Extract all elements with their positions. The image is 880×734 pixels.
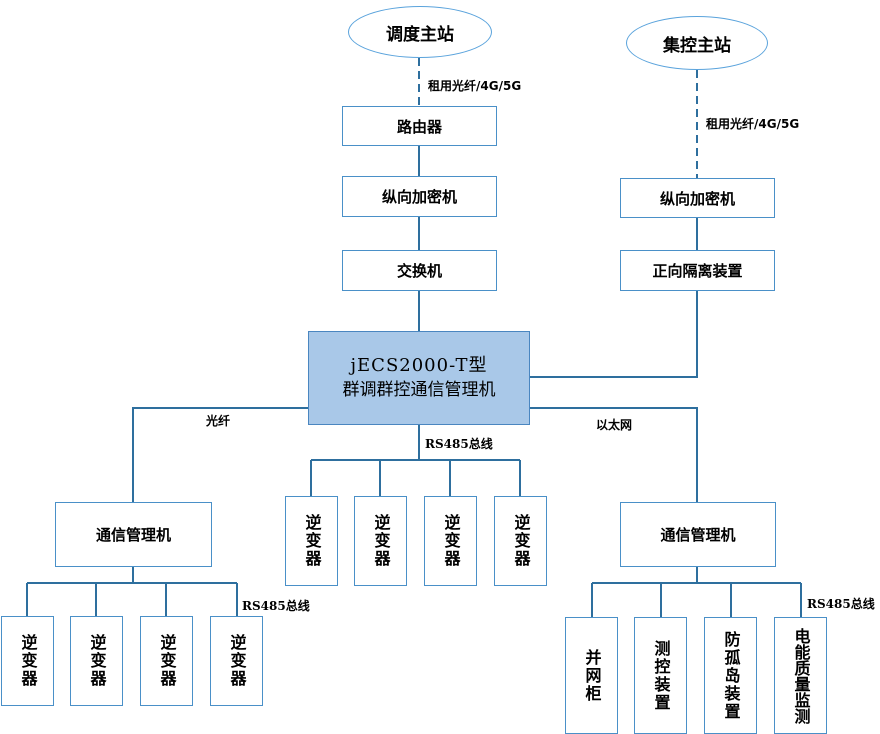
anti-islanding-node[interactable]: 防孤岛装置 [704,617,757,734]
center-inverter-1[interactable]: 逆变器 [285,496,338,586]
device-label: 测控装置 [651,639,671,712]
device-label: 逆变器 [511,514,531,568]
center-inverter-3[interactable]: 逆变器 [424,496,477,586]
right-encryptor-label: 纵向加密机 [659,189,735,208]
left-inverter-1[interactable]: 逆变器 [1,616,54,706]
device-label: 逆变器 [87,634,107,688]
core-name-label: 群调群控通信管理机 [342,380,496,400]
device-label: 逆变器 [302,514,322,568]
dispatch-station-label: 调度主站 [386,24,454,45]
device-label: 并网柜 [582,648,602,703]
router-label: 路由器 [396,117,442,136]
cluster-link-label: 租用光纤/4G/5G [706,117,800,131]
core-model-label: jECS2000-T型 [350,355,488,376]
device-label: 逆变器 [441,514,461,568]
switch-label: 交换机 [396,262,442,280]
isolator-label: 正向隔离装置 [652,262,743,280]
right-encryptor-node[interactable]: 纵向加密机 [620,178,775,218]
cluster-control-station-label: 集控主站 [663,35,731,56]
dispatch-link-label: 租用光纤/4G/5G [428,79,522,93]
cluster-control-station-node[interactable]: 集控主站 [626,16,768,70]
left-comm-manager-node[interactable]: 通信管理机 [55,502,212,567]
left-encryptor-node[interactable]: 纵向加密机 [342,176,497,217]
isolator-core-link [530,291,698,378]
device-label: 逆变器 [371,514,391,568]
power-quality-monitor-node[interactable]: 电能质量监测 [774,617,827,734]
center-inverter-2[interactable]: 逆变器 [354,496,407,586]
device-label: 逆变器 [18,634,38,688]
right-comm-manager-node[interactable]: 通信管理机 [620,502,776,567]
dispatch-station-node[interactable]: 调度主站 [348,6,492,58]
left-inverter-2[interactable]: 逆变器 [70,616,123,706]
core-manager-node[interactable]: jECS2000-T型 群调群控通信管理机 [308,331,530,425]
device-label: 防孤岛装置 [721,630,741,721]
isolator-node[interactable]: 正向隔离装置 [620,250,775,291]
device-label: 逆变器 [227,634,247,688]
switch-node[interactable]: 交换机 [342,250,497,291]
center-rs485-label: RS485总线 [425,437,493,451]
center-inverter-4[interactable]: 逆变器 [494,496,547,586]
ethernet-link [530,407,698,502]
router-node[interactable]: 路由器 [342,106,497,146]
fiber-link [132,407,308,502]
right-comm-manager-label: 通信管理机 [660,526,736,544]
grid-cabinet-node[interactable]: 并网柜 [565,617,618,734]
left-inverter-3[interactable]: 逆变器 [140,616,193,706]
device-label: 逆变器 [157,634,177,688]
ethernet-label: 以太网 [596,418,633,432]
left-comm-manager-label: 通信管理机 [95,526,171,544]
right-rs485-label: RS485总线 [807,597,875,611]
device-label: 电能质量监测 [791,627,811,724]
fiber-label: 光纤 [206,414,231,428]
measure-control-node[interactable]: 测控装置 [634,617,687,734]
left-rs485-label: RS485总线 [242,599,310,613]
left-inverter-4[interactable]: 逆变器 [210,616,263,706]
left-encryptor-label: 纵向加密机 [381,188,457,206]
